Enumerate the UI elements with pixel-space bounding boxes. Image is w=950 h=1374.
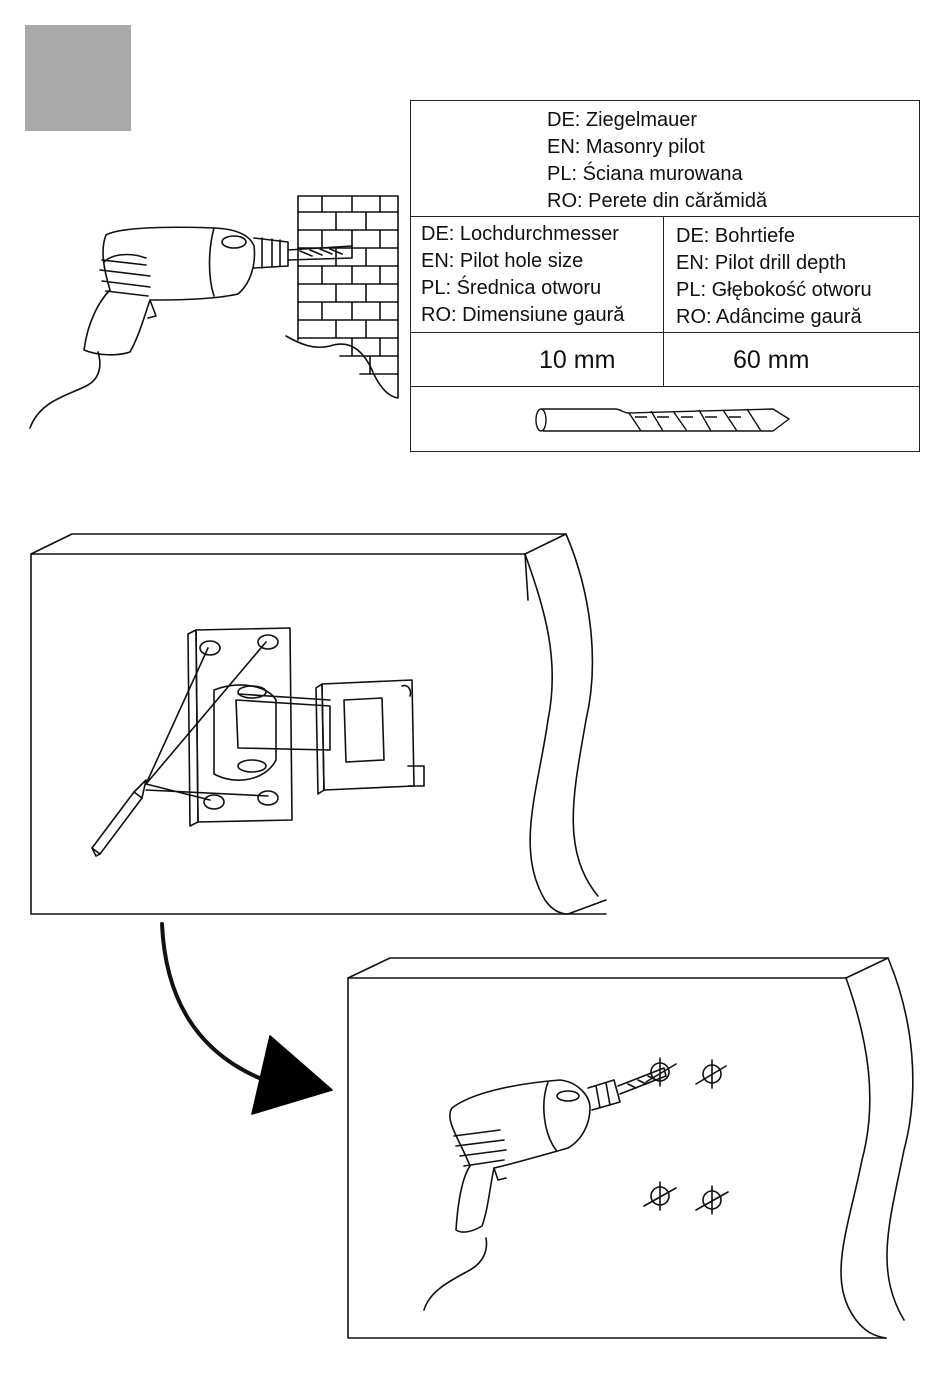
- drill-depth-value: 60 mm: [733, 346, 809, 375]
- masonry-drill-bit-icon: [411, 387, 921, 451]
- hole-size-value: 10 mm: [539, 346, 615, 375]
- hole-size-pl: PL: Średnica otworu: [421, 275, 624, 302]
- hole-size-en: EN: Pilot hole size: [421, 248, 624, 275]
- header-row: DE: Lochdurchmesser EN: Pilot hole size …: [411, 217, 919, 333]
- drill-depth-pl: PL: Głębokość otworu: [676, 277, 872, 304]
- power-drill-icon-2: [424, 1068, 666, 1310]
- next-step-arrow-icon: [162, 924, 332, 1114]
- hole-size-de: DE: Lochdurchmesser: [421, 221, 624, 248]
- tv-wall-mount-bracket-icon: [188, 628, 424, 826]
- wall-panel-mounting: [31, 534, 606, 914]
- drill-depth-label: DE: Bohrtiefe EN: Pilot drill depth PL: …: [676, 223, 872, 331]
- material-pl: PL: Ściana murowana: [547, 161, 767, 188]
- drill-depth-ro: RO: Adâncime gaură: [676, 304, 872, 331]
- hole-size-label: DE: Lochdurchmesser EN: Pilot hole size …: [421, 221, 624, 329]
- drill-depth-de: DE: Bohrtiefe: [676, 223, 872, 250]
- wall-material-label: DE: Ziegelmauer EN: Masonry pilot PL: Śc…: [547, 107, 767, 215]
- drill-hole-mark-icon: [644, 1058, 728, 1214]
- material-row: DE: Ziegelmauer EN: Masonry pilot PL: Śc…: [411, 101, 919, 217]
- column-divider: [663, 217, 664, 387]
- drilling-spec-table: DE: Ziegelmauer EN: Masonry pilot PL: Śc…: [410, 100, 920, 452]
- hole-size-ro: RO: Dimensiune gaură: [421, 302, 624, 329]
- pencil-icon: [92, 642, 268, 856]
- wall-panel-drilling: [348, 958, 913, 1338]
- bit-row: [411, 387, 919, 451]
- brick-wall-icon: [286, 196, 398, 398]
- material-de: DE: Ziegelmauer: [547, 107, 767, 134]
- material-en: EN: Masonry pilot: [547, 134, 767, 161]
- power-drill-icon: [30, 227, 352, 428]
- drill-depth-en: EN: Pilot drill depth: [676, 250, 872, 277]
- values-row: 10 mm 60 mm: [411, 333, 919, 387]
- material-ro: RO: Perete din cărămidă: [547, 188, 767, 215]
